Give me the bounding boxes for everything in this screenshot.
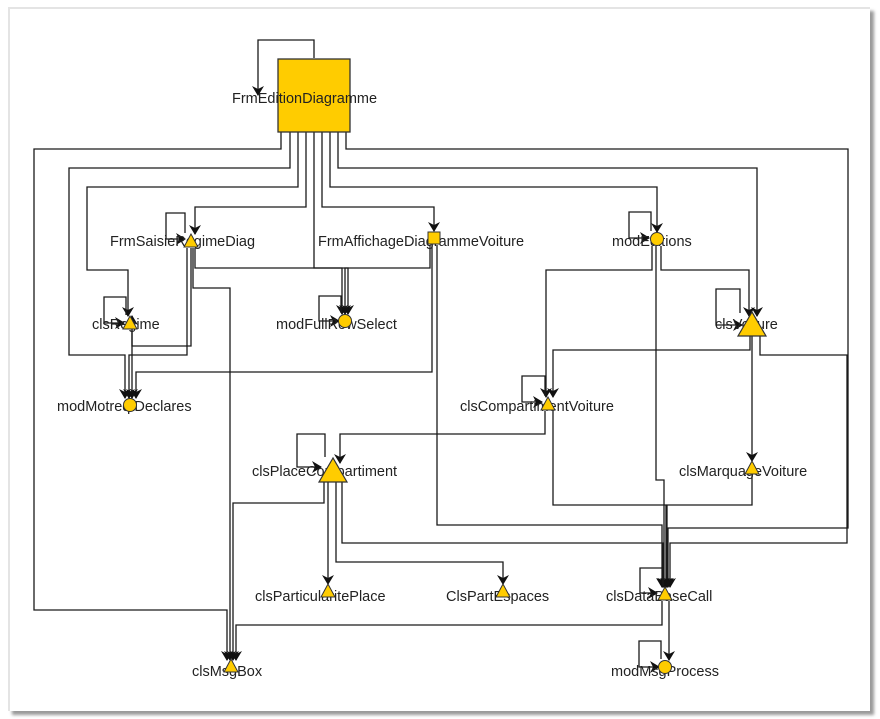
node-cls-place-compartiment[interactable]: clsPlaceCompartiment <box>252 433 397 483</box>
node-frm-affichage-diagramme-voiture[interactable]: FrmAffichageDiagrammeVoiture <box>318 231 524 250</box>
edge-frm-saisie-regime-diag-to-cls-msg-box <box>192 248 236 661</box>
node-frm-saisie-regime-diag[interactable]: FrmSaisieRegimeDiag <box>110 212 255 250</box>
node-label: clsCompartimentVoiture <box>460 399 614 415</box>
node-glyph-circle[interactable] <box>658 660 672 674</box>
edge-cls-place-compartiment-to-cls-data-base-call <box>341 482 669 588</box>
self-loop-edge <box>628 211 652 244</box>
node-glyph-triangle[interactable] <box>223 657 239 673</box>
node-frm-edition-diagramme[interactable]: FrmEditionDiagramme <box>232 39 377 133</box>
self-loop-edge <box>639 567 664 599</box>
node-glyph-circle[interactable] <box>338 314 352 328</box>
edge-cls-marquage-voiture-to-cls-data-base-call <box>661 475 753 588</box>
edge-cls-compartiment-voiture-to-cls-place-compartiment <box>334 411 546 464</box>
self-loop-edge <box>165 212 186 245</box>
self-loop-edge <box>296 433 326 473</box>
self-loop-edge <box>521 375 546 408</box>
node-label: FrmEditionDiagramme <box>232 91 377 107</box>
edge-cls-voiture-to-cls-data-base-call <box>664 335 848 588</box>
node-cls-msg-box[interactable]: clsMsgBox <box>192 657 263 680</box>
node-glyph-circle[interactable] <box>123 398 137 412</box>
edge-cls-data-base-call-to-cls-msg-box <box>230 601 663 661</box>
node-mod-editions[interactable]: modEditions <box>612 211 692 250</box>
node-glyph-triangle[interactable] <box>320 582 336 598</box>
node-glyph-triangle[interactable] <box>495 582 511 598</box>
node-label: FrmSaisieRegimeDiag <box>110 234 255 250</box>
node-label: FrmAffichageDiagrammeVoiture <box>318 234 524 250</box>
node-cls-voiture[interactable]: clsVoiture <box>715 288 778 337</box>
edge-frm-edition-diagramme-to-cls-regime <box>86 132 299 317</box>
node-glyph-triangle[interactable] <box>183 232 199 248</box>
edge-cls-voiture-to-cls-compartiment-voiture <box>547 332 751 398</box>
node-mod-full-row-select[interactable]: modFullRowSelect <box>276 295 397 333</box>
node-label: clsParticularitePlace <box>255 589 386 605</box>
node-cls-part-espaces[interactable]: ClsPartEspaces <box>446 582 549 605</box>
self-loop-edge <box>103 296 127 329</box>
node-label: modFullRowSelect <box>276 317 397 333</box>
edge-frm-edition-diagramme-to-frm-saisie-regime-diag <box>189 132 307 235</box>
edges-layer <box>33 132 849 661</box>
edge-frm-affichage-diagramme-voiture-to-cls-data-base-call <box>436 245 668 588</box>
edge-cls-place-compartiment-to-cls-msg-box <box>227 482 325 661</box>
edge-frm-edition-diagramme-to-mod-editions <box>329 132 663 233</box>
edge-frm-affichage-diagramme-voiture-to-mod-full-row-select <box>339 245 431 315</box>
node-cls-compartiment-voiture[interactable]: clsCompartimentVoiture <box>460 375 614 415</box>
node-cls-data-base-call[interactable]: clsDataBaseCall <box>606 567 712 605</box>
node-cls-regime[interactable]: clsRegime <box>92 296 160 333</box>
edge-frm-edition-diagramme-to-mod-full-row-select <box>313 132 354 315</box>
node-label: clsMarquageVoiture <box>679 464 807 480</box>
edge-mod-editions-to-cls-compartiment-voiture <box>540 246 653 398</box>
diagram-frame <box>8 7 870 711</box>
node-cls-particularite-place[interactable]: clsParticularitePlace <box>255 582 386 605</box>
self-loop-edge <box>252 39 315 96</box>
edge-mod-editions-to-cls-data-base-call <box>655 246 670 588</box>
node-glyph-triangle[interactable] <box>657 585 673 601</box>
node-mod-motreqt-declares[interactable]: modMotreqtDeclares <box>57 398 192 416</box>
edge-frm-affichage-diagramme-voiture-to-mod-motreqt-declares <box>130 245 433 399</box>
edge-frm-saisie-regime-diag-to-mod-full-row-select <box>194 248 348 315</box>
node-glyph-triangle[interactable] <box>744 459 760 475</box>
node-glyph-triangle[interactable] <box>540 395 556 411</box>
edge-frm-edition-diagramme-to-cls-voiture <box>337 132 763 317</box>
node-glyph-square[interactable] <box>427 231 441 245</box>
edge-frm-edition-diagramme-to-cls-data-base-call <box>345 132 849 588</box>
self-loop-edge <box>318 295 342 327</box>
edge-frm-edition-diagramme-to-mod-motreqt-declares <box>68 132 291 399</box>
node-glyph-triangle[interactable] <box>122 314 138 330</box>
node-glyph-triangle-large[interactable] <box>736 310 768 337</box>
edge-mod-editions-to-cls-voiture <box>660 246 755 317</box>
node-glyph-circle[interactable] <box>650 232 664 246</box>
edge-cls-compartiment-voiture-to-cls-data-base-call <box>552 411 672 588</box>
node-mod-msg-process[interactable]: modMsgProcess <box>611 640 719 680</box>
edge-frm-edition-diagramme-to-cls-msg-box <box>33 132 282 661</box>
self-loop-edge <box>638 640 662 673</box>
edge-cls-place-compartiment-to-cls-part-espaces <box>335 482 509 585</box>
edge-frm-saisie-regime-diag-to-mod-motreqt-declares <box>123 248 188 399</box>
node-glyph-square-large[interactable] <box>277 58 351 133</box>
node-cls-marquage-voiture[interactable]: clsMarquageVoiture <box>679 459 807 480</box>
self-loop-edge <box>715 288 743 331</box>
node-glyph-triangle-large[interactable] <box>317 456 349 483</box>
edge-frm-edition-diagramme-to-frm-affichage-diagramme-voiture <box>321 132 440 232</box>
